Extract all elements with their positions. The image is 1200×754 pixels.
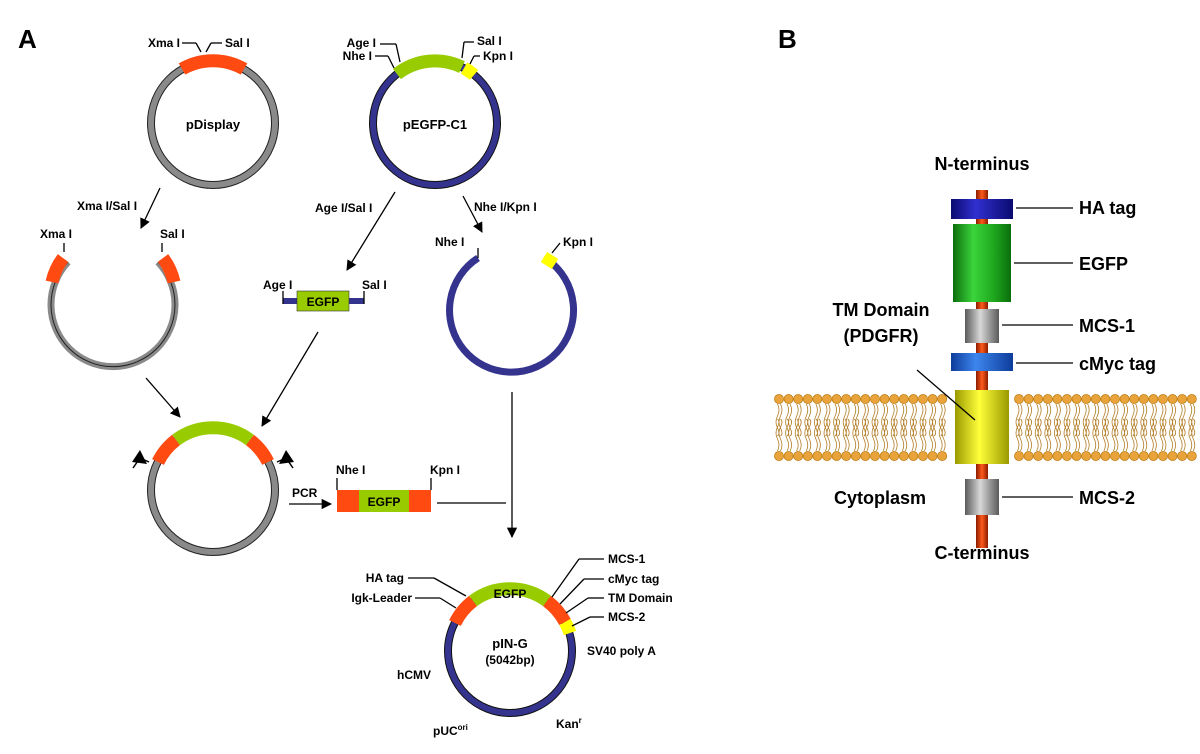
pcr-nhe: Nhe I — [336, 463, 365, 477]
ha-tag-block — [951, 199, 1013, 219]
cmyc-tag-block — [951, 353, 1013, 371]
ha-tag-label: HA tag — [1079, 198, 1136, 218]
ping-mcs2-segment — [559, 618, 577, 636]
ping-igk-leader: Igk-Leader — [351, 591, 412, 605]
tm-domain-label-2: (PDGFR) — [844, 326, 919, 346]
pdisplay-plasmid: pDisplay Xma I Sal I — [147, 36, 279, 189]
digest-pdisplay-label: Xma I/Sal I — [77, 199, 137, 213]
tm-domain-block — [955, 390, 1009, 464]
arrow-to-intermediate-1 — [145, 377, 181, 418]
cut-pegfp-kpn: Kpn I — [563, 235, 593, 249]
fragment-age: Age I — [263, 278, 292, 292]
ping-egfp-segment — [469, 582, 551, 607]
mcs2-label: MCS-2 — [1079, 488, 1135, 508]
pegfp-site-sal: Sal I — [477, 34, 502, 48]
ping-size: (5042bp) — [485, 653, 534, 667]
c-terminus-label: C-terminus — [934, 543, 1029, 563]
pcr-kpn: Kpn I — [430, 463, 460, 477]
cut-pdisplay-xma: Xma I — [40, 227, 72, 241]
mcs2-block — [965, 479, 999, 515]
pdisplay-site-xma: Xma I — [148, 36, 180, 50]
pegfp-site-age: Age I — [347, 36, 376, 50]
mcs1-label: MCS-1 — [1079, 316, 1135, 336]
ping-cmyc-tag: cMyc tag — [608, 572, 659, 586]
ping-puc: pUCori — [433, 723, 468, 738]
pcr-label: PCR — [292, 486, 318, 500]
ping-tm-domain: TM Domain — [608, 591, 673, 605]
arrow-to-intermediate-2 — [261, 331, 319, 427]
ping-tm-segment — [542, 595, 571, 626]
cut-pegfp-nhe: Nhe I — [435, 235, 464, 249]
tm-domain-label-1: TM Domain — [833, 300, 930, 320]
cytoplasm-label: Cytoplasm — [834, 488, 926, 508]
ping-ha-segment — [449, 595, 478, 627]
digest-nhe-kpn-label: Nhe I/Kpn I — [474, 200, 537, 214]
pegfp-plasmid: pEGFP-C1 Age I Nhe I Sal I Kpn I — [343, 34, 513, 189]
ping-sv40: SV40 poly A — [587, 644, 656, 658]
pcr-product: EGFP Nhe I Kpn I — [336, 463, 460, 512]
pegfp-cut: Nhe I Kpn I — [435, 235, 593, 376]
ping-hcmv: hCMV — [397, 668, 431, 682]
pdisplay-name: pDisplay — [186, 117, 241, 132]
fragment-egfp-label: EGFP — [307, 295, 340, 309]
pdisplay-site-sal: Sal I — [225, 36, 250, 50]
pegfp-kpn-segment — [460, 62, 479, 81]
ping-ha-tag: HA tag — [366, 571, 404, 585]
ping-egfp-label: EGFP — [494, 587, 527, 601]
cmyc-tag-label: cMyc tag — [1079, 354, 1156, 374]
pegfp-egfp-segment — [393, 54, 465, 80]
cell-membrane — [774, 394, 1197, 461]
pegfp-site-nhe: Nhe I — [343, 49, 372, 63]
pcr-insert-label: EGFP — [368, 495, 401, 509]
intermediate-plasmid — [132, 421, 294, 556]
digest-egfp-label: Age I/Sal I — [315, 201, 372, 215]
egfp-fragment: EGFP Age I Sal I — [263, 278, 387, 312]
pdisplay-cut: Xma I Sal I — [40, 227, 185, 371]
panel-a-label: A — [18, 24, 37, 54]
arrow-egfp-digest — [346, 191, 396, 271]
egfp-label: EGFP — [1079, 254, 1128, 274]
egfp-block — [953, 224, 1011, 302]
arrow-nhe-kpn-digest — [462, 195, 483, 233]
ping-mcs1: MCS-1 — [608, 552, 646, 566]
cut-pdisplay-sal: Sal I — [160, 227, 185, 241]
arrow-pdisplay-digest — [140, 187, 161, 229]
pegfp-site-kpn: Kpn I — [483, 49, 513, 63]
ping-mcs2: MCS-2 — [608, 610, 646, 624]
ping-plasmid: EGFP pIN-G (5042bp) HA tag Igk-Leader MC… — [351, 552, 672, 738]
ping-kan: Kanr — [556, 716, 582, 731]
mcs1-block — [965, 309, 999, 343]
panel-b-label: B — [778, 24, 797, 54]
ping-name: pIN-G — [492, 636, 527, 651]
pdisplay-mcs-segment — [178, 54, 248, 75]
fragment-sal: Sal I — [362, 278, 387, 292]
pegfp-name: pEGFP-C1 — [403, 117, 467, 132]
n-terminus-label: N-terminus — [934, 154, 1029, 174]
